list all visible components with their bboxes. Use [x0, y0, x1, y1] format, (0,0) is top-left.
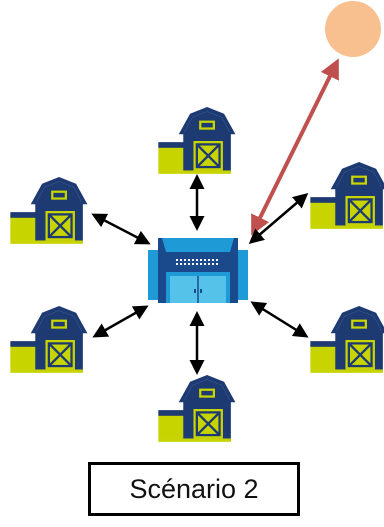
- barn-top-left-icon: [10, 177, 89, 245]
- link-bottom-right: [250, 301, 309, 338]
- link-top-right: [248, 193, 309, 244]
- barn-top-right-icon: [310, 162, 384, 230]
- scenario-caption-box: Scénario 2: [88, 462, 300, 516]
- link-bottom-left: [92, 305, 149, 338]
- scenario-caption: Scénario 2: [129, 473, 259, 504]
- hub-building-icon: [148, 238, 248, 303]
- barn-bottom-icon: [158, 375, 237, 443]
- external-node: [325, 1, 381, 57]
- barn-top-icon: [158, 107, 237, 175]
- barn-bottom-left-icon: [10, 306, 89, 374]
- link-top-left: [91, 213, 151, 245]
- barn-bottom-right-icon: [310, 306, 384, 374]
